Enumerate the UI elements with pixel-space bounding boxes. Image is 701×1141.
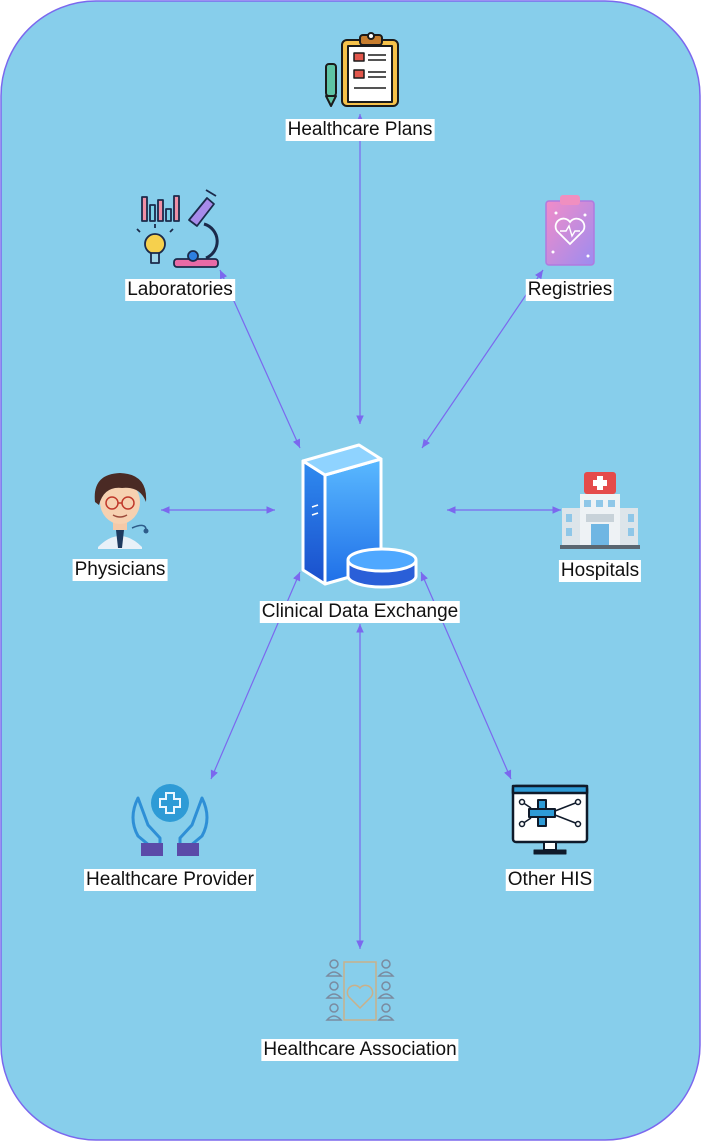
node-label-hospitals: Hospitals (558, 560, 642, 582)
node-label-registries: Registries (525, 279, 615, 301)
node-label-provider: Healthcare Provider (84, 869, 256, 891)
node-label-association: Healthcare Association (261, 1039, 459, 1061)
connector-registries (421, 269, 544, 449)
node-label-his: Other HIS (505, 869, 595, 891)
medical-monitor-icon (511, 784, 589, 855)
connections (161, 114, 561, 949)
node-label-labs: Laboratories (125, 279, 235, 301)
people-network-icon (325, 959, 395, 1021)
node-label-physicians: Physicians (72, 559, 168, 581)
medical-clipboard-icon (545, 195, 595, 266)
node-label-plans: Healthcare Plans (285, 119, 435, 141)
hospital-building-icon (560, 472, 640, 549)
microscope-lab-icon (136, 189, 219, 268)
center-label: Clinical Data Exchange (259, 601, 461, 623)
clipboard-plan-icon (325, 32, 399, 107)
doctor-icon (94, 473, 149, 549)
server-database-icon (301, 443, 418, 589)
hands-medical-cross-icon (131, 784, 209, 856)
